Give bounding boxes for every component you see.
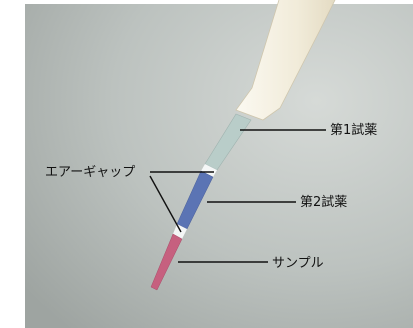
sample-liquid (150, 233, 183, 291)
air-gap-label: エアーギャップ (45, 165, 135, 180)
left-border (0, 0, 25, 328)
reagent1-label: 第1試薬 (330, 122, 377, 138)
sample-label: サンプル (272, 256, 324, 271)
air-gap-upper (201, 164, 217, 177)
air-gap-leader-lower (149, 175, 182, 233)
pipette-tip (235, 0, 336, 121)
reagent2-label: 第2試薬 (300, 194, 347, 210)
